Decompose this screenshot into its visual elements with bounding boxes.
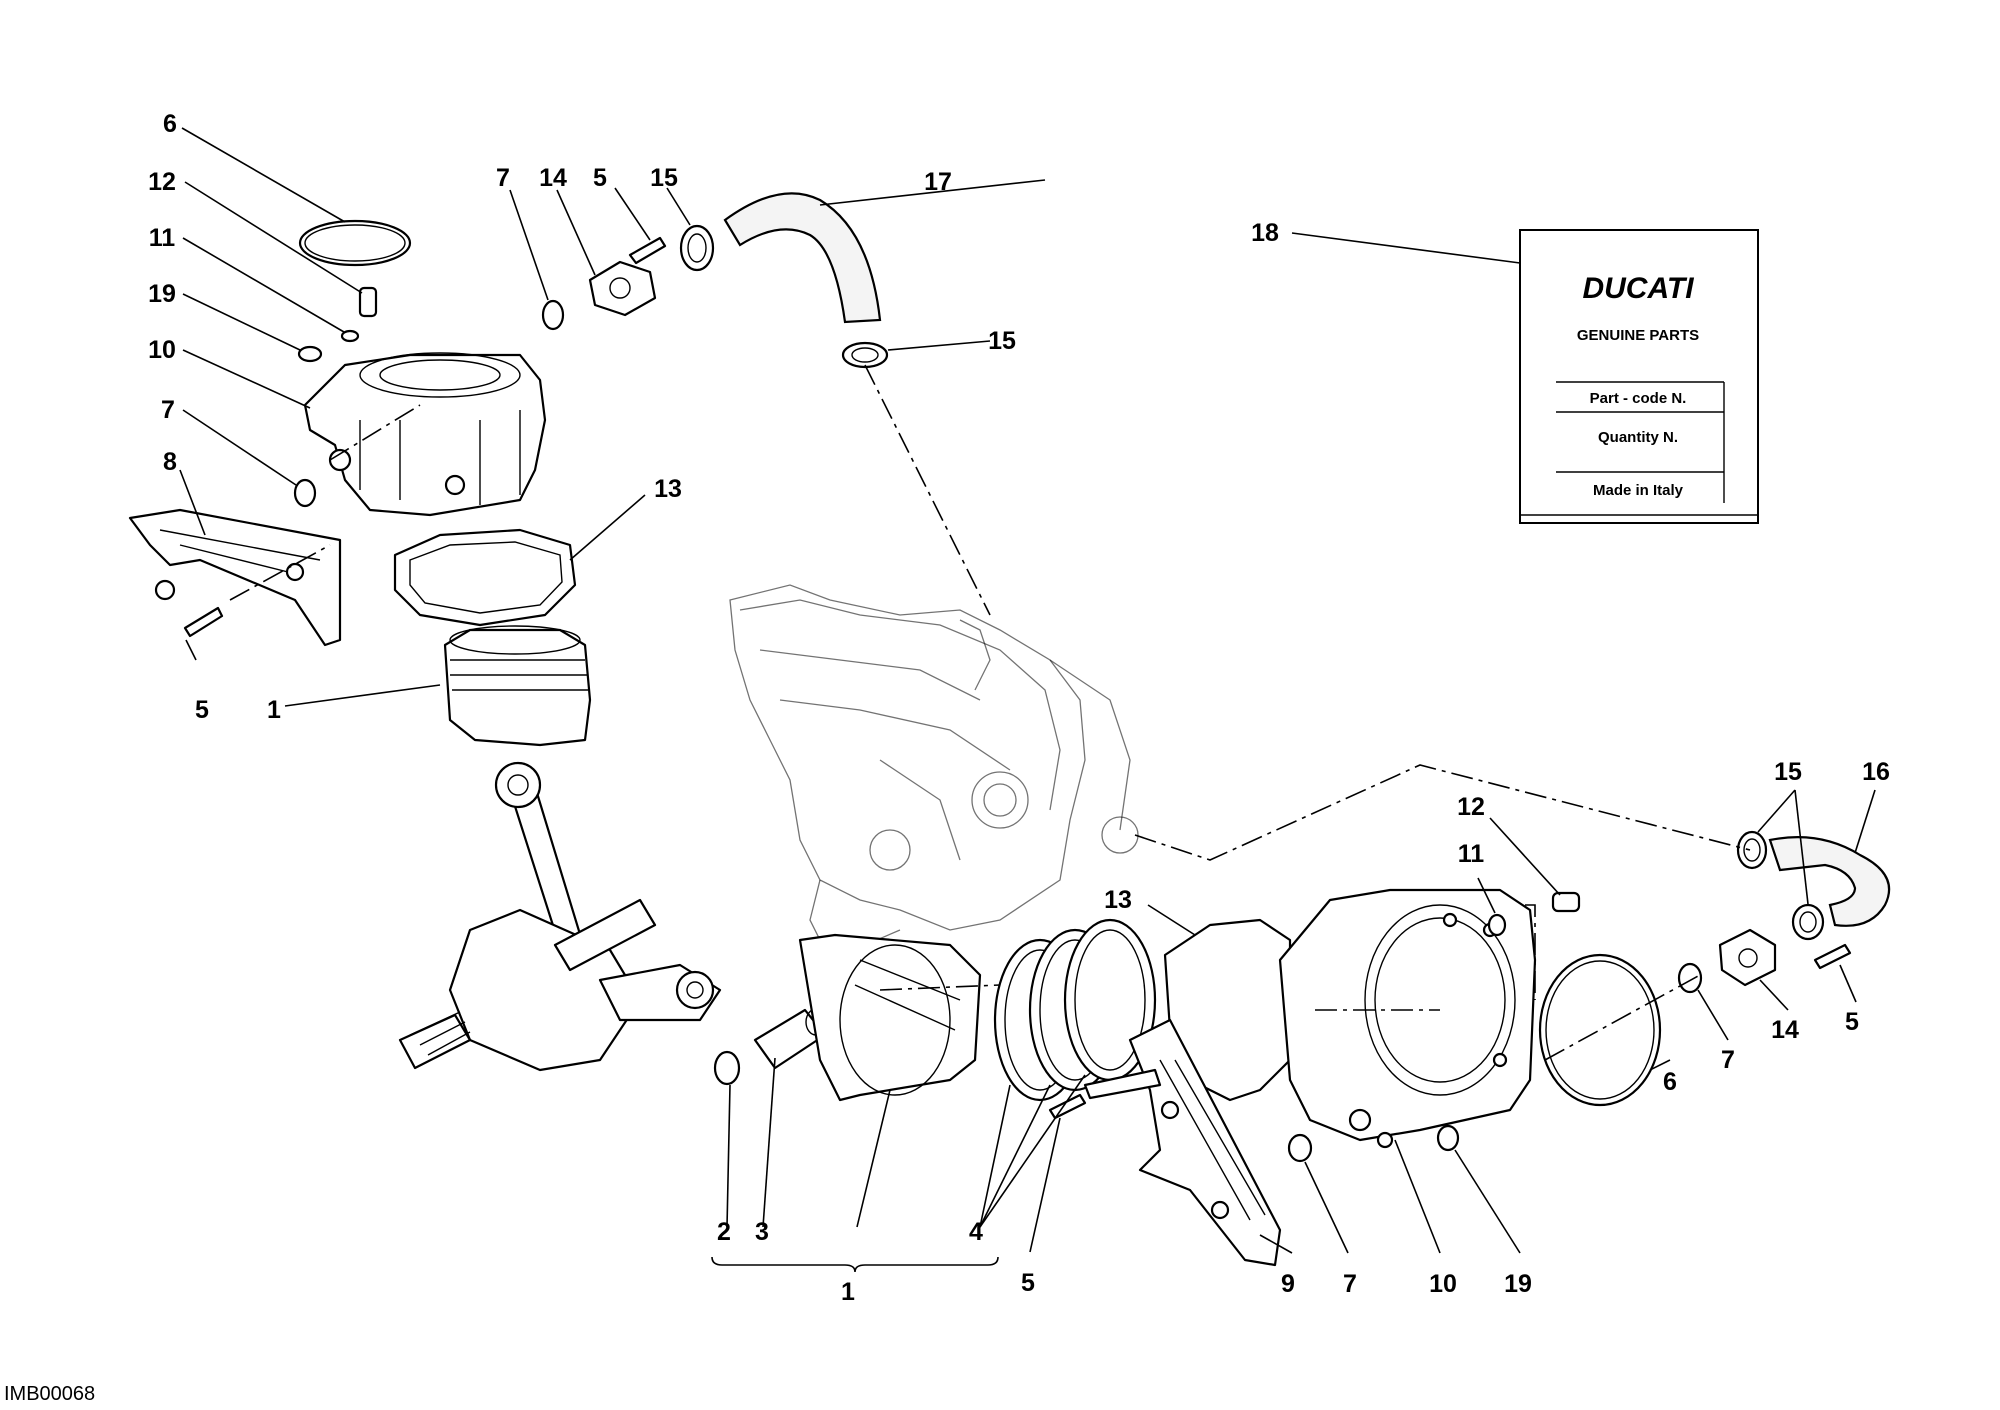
lower-cylinder-barrel	[1278, 888, 1537, 1142]
callout-5: 5	[1021, 1269, 1035, 1297]
callout-17: 17	[924, 168, 952, 196]
crankcase-outline	[729, 584, 1139, 961]
tag-row-made-in: Made in Italy	[1593, 482, 1684, 499]
image-code: IMB00068	[4, 1383, 95, 1405]
callout-5: 5	[195, 696, 209, 724]
tag-row-part-code: Part - code N.	[1590, 390, 1687, 407]
callout-14: 14	[1771, 1016, 1799, 1044]
callout-14: 14	[539, 164, 567, 192]
callout-labels: 6 12 11 19 10 7 8 5 1 7 14 5 15 17 15 13…	[148, 110, 1890, 1306]
leader-lines	[179, 127, 1876, 1254]
water-union	[588, 260, 657, 317]
side-cover-right	[1128, 1018, 1282, 1267]
lower-dowel-pin	[1551, 891, 1581, 913]
callout-13: 13	[654, 475, 682, 503]
callout-8: 8	[163, 448, 177, 476]
dowel-pin	[358, 286, 378, 318]
circlip	[713, 1050, 741, 1086]
callout-7: 7	[161, 396, 175, 424]
side-cover-left	[128, 508, 342, 647]
callout-15: 15	[650, 164, 678, 192]
callout-10: 10	[1429, 1270, 1457, 1298]
lower-water-union	[1718, 928, 1777, 987]
lower-cylinder-o-ring	[1538, 953, 1662, 1107]
tag-row-quantity: Quantity N.	[1598, 429, 1678, 446]
callout-7: 7	[496, 164, 510, 192]
base-gasket	[393, 528, 577, 627]
tag-brand: DUCATI	[1582, 272, 1694, 305]
callout-12: 12	[1457, 793, 1485, 821]
callout-15: 15	[988, 327, 1016, 355]
callout-12: 12	[148, 168, 176, 196]
upper-coolant-fittings	[541, 192, 889, 369]
callout-19: 19	[148, 280, 176, 308]
callout-11: 11	[149, 224, 176, 252]
piston	[443, 628, 592, 747]
hose-clamp	[679, 224, 715, 272]
callout-3: 3	[755, 1218, 769, 1246]
callout-15: 15	[1774, 758, 1802, 786]
coolant-hose-upper	[723, 192, 882, 324]
callout-7: 7	[1343, 1270, 1357, 1298]
tag-subtitle: GENUINE PARTS	[1577, 327, 1699, 344]
lower-piston-group	[711, 918, 1157, 1273]
callout-1-group: 1	[841, 1278, 855, 1306]
callout-7: 7	[1721, 1046, 1735, 1074]
genuine-parts-tag: DUCATI GENUINE PARTS Part - code N. Quan…	[1519, 229, 1759, 524]
callout-6: 6	[163, 110, 177, 138]
callout-9: 9	[1281, 1270, 1295, 1298]
cylinder-o-ring	[298, 219, 412, 267]
callout-2: 2	[717, 1218, 731, 1246]
callout-19: 19	[1504, 1270, 1532, 1298]
assembly-lines	[229, 364, 1751, 1061]
callout-16: 16	[1862, 758, 1890, 786]
lower-piston	[798, 933, 982, 1102]
callout-10: 10	[148, 336, 176, 364]
cylinder-barrel	[303, 353, 547, 517]
callout-11: 11	[1458, 840, 1485, 868]
callout-5: 5	[1845, 1008, 1859, 1036]
callout-13: 13	[1104, 886, 1132, 914]
upper-cylinder-assembly	[128, 219, 722, 1072]
callout-18: 18	[1251, 219, 1279, 247]
callout-1: 1	[267, 696, 281, 724]
lower-cylinder-assembly	[1048, 830, 1891, 1267]
coolant-hose-lower	[1768, 836, 1891, 927]
callout-4: 4	[969, 1218, 983, 1246]
callout-6: 6	[1663, 1068, 1677, 1096]
callout-5: 5	[593, 164, 607, 192]
screw	[183, 606, 224, 638]
